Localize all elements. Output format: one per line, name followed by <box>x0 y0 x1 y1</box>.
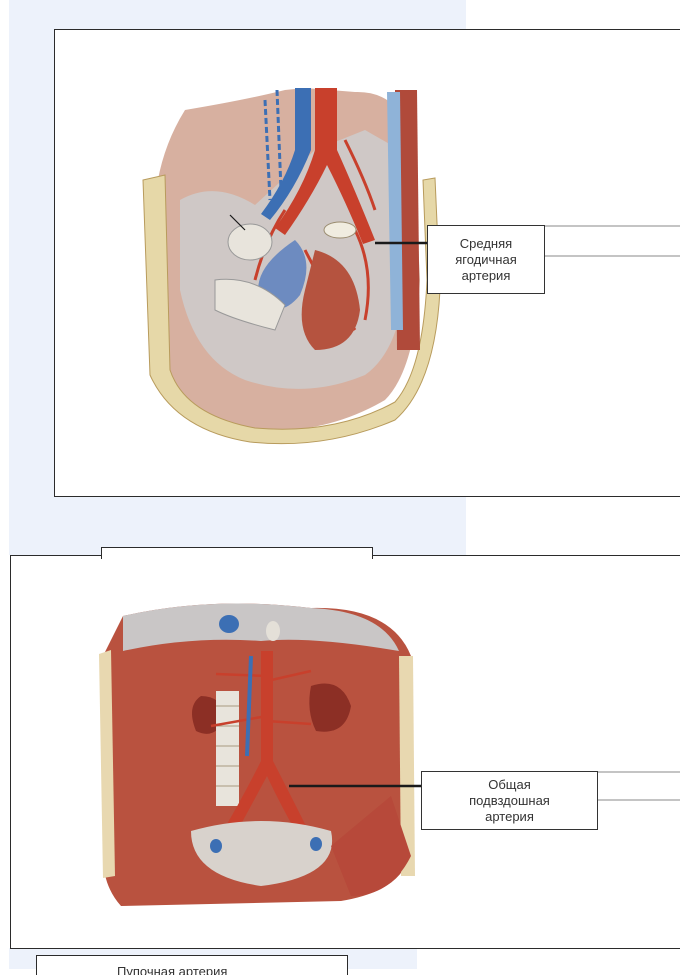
label-1-line-1: Средняя <box>459 235 513 251</box>
label-1-line-3: артерия <box>461 267 511 283</box>
connector-1 <box>545 225 680 257</box>
empty-label-box-top <box>101 547 373 559</box>
label-2-line-1: Общая <box>488 776 531 792</box>
label-2-line-2: подвздошная <box>469 792 550 808</box>
connector-2 <box>598 771 680 801</box>
label-middle-gluteal-artery: Средняя ягодичная артерия <box>427 225 545 294</box>
abdomen-illustration <box>99 603 422 906</box>
label-common-iliac-artery: Общая подвздошная артерия <box>421 771 598 830</box>
partial-label-box-bottom: Пупочная артерия <box>36 955 348 975</box>
anatomy-panel-pelvis <box>54 29 680 497</box>
anatomy-panel-abdomen <box>10 555 680 949</box>
pelvis-illustration <box>142 88 441 445</box>
label-2-line-3: артерия <box>485 808 534 824</box>
label-1-line-2: ягодичная <box>455 251 517 267</box>
partial-label-text: Пупочная артерия <box>117 964 228 975</box>
